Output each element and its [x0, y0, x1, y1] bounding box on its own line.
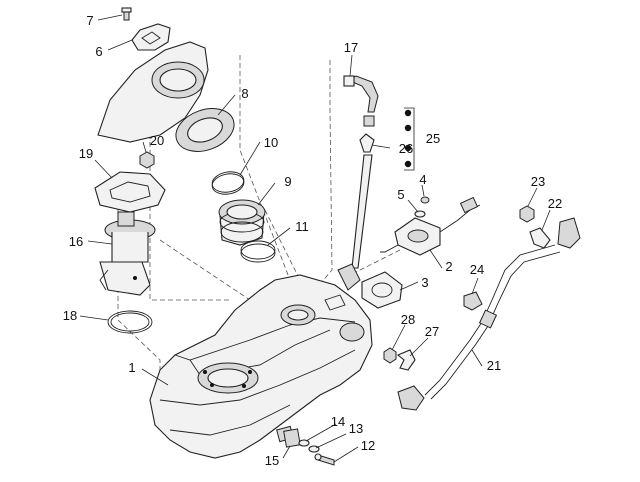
- hose-connector: [463, 291, 483, 311]
- part-label-7: 7: [86, 13, 93, 28]
- part-label-13: 13: [349, 421, 363, 436]
- part-label-6: 6: [95, 44, 102, 59]
- part-label-24: 24: [470, 262, 484, 277]
- fuel-tank: [149, 274, 373, 459]
- part-label-12: 12: [361, 438, 375, 453]
- part-label-19: 19: [79, 146, 93, 161]
- sensor-fasteners: [414, 196, 430, 218]
- filler-neck-hose: [218, 199, 266, 246]
- fuel-pump: [99, 211, 156, 296]
- part-label-5: 5: [397, 187, 404, 202]
- sensor-gasket: [361, 271, 403, 309]
- screw: [121, 7, 132, 21]
- nut-small: [383, 347, 397, 364]
- part-label-18: 18: [63, 308, 77, 323]
- nut: [139, 151, 155, 169]
- part-label-3: 3: [421, 275, 428, 290]
- part-label-25: 25: [426, 131, 440, 146]
- part-label-11: 11: [295, 219, 309, 234]
- filler-cap-cover: [97, 23, 209, 143]
- part-label-28: 28: [401, 312, 415, 327]
- o-ring: [107, 310, 153, 334]
- pump-flange-ring: [175, 108, 235, 152]
- part-label-14: 14: [331, 414, 345, 429]
- level-sensor: [380, 196, 481, 256]
- part-label-9: 9: [284, 174, 291, 189]
- part-label-1: 1: [128, 360, 135, 375]
- nut-hose: [519, 205, 535, 223]
- part-label-17: 17: [344, 40, 358, 55]
- part-label-2: 2: [445, 259, 452, 274]
- fuel-hose: [397, 217, 581, 411]
- mounting-hardware: [283, 428, 335, 466]
- part-label-16: 16: [69, 234, 83, 249]
- part-label-20: 20: [150, 133, 164, 148]
- part-label-27: 27: [425, 324, 439, 339]
- vent-pipe-assembly: [337, 75, 415, 291]
- part-label-8: 8: [241, 86, 248, 101]
- part-label-15: 15: [265, 453, 279, 468]
- leader-lines: [79, 14, 551, 463]
- part-label-10: 10: [264, 135, 278, 150]
- part-label-26: 26: [399, 141, 413, 156]
- part-label-4: 4: [419, 172, 426, 187]
- pump-gasket: [94, 171, 166, 213]
- hose-clamp-lower: [240, 240, 276, 263]
- hose-clamp-upper: [211, 171, 245, 195]
- part-label-23: 23: [531, 174, 545, 189]
- part-label-22: 22: [548, 196, 562, 211]
- part-label-21: 21: [487, 358, 501, 373]
- part-labels: 7 6 8 10 20 19 9 11 16 18 1 17 25 26 4 5…: [63, 13, 562, 468]
- hose-bracket: [529, 227, 551, 249]
